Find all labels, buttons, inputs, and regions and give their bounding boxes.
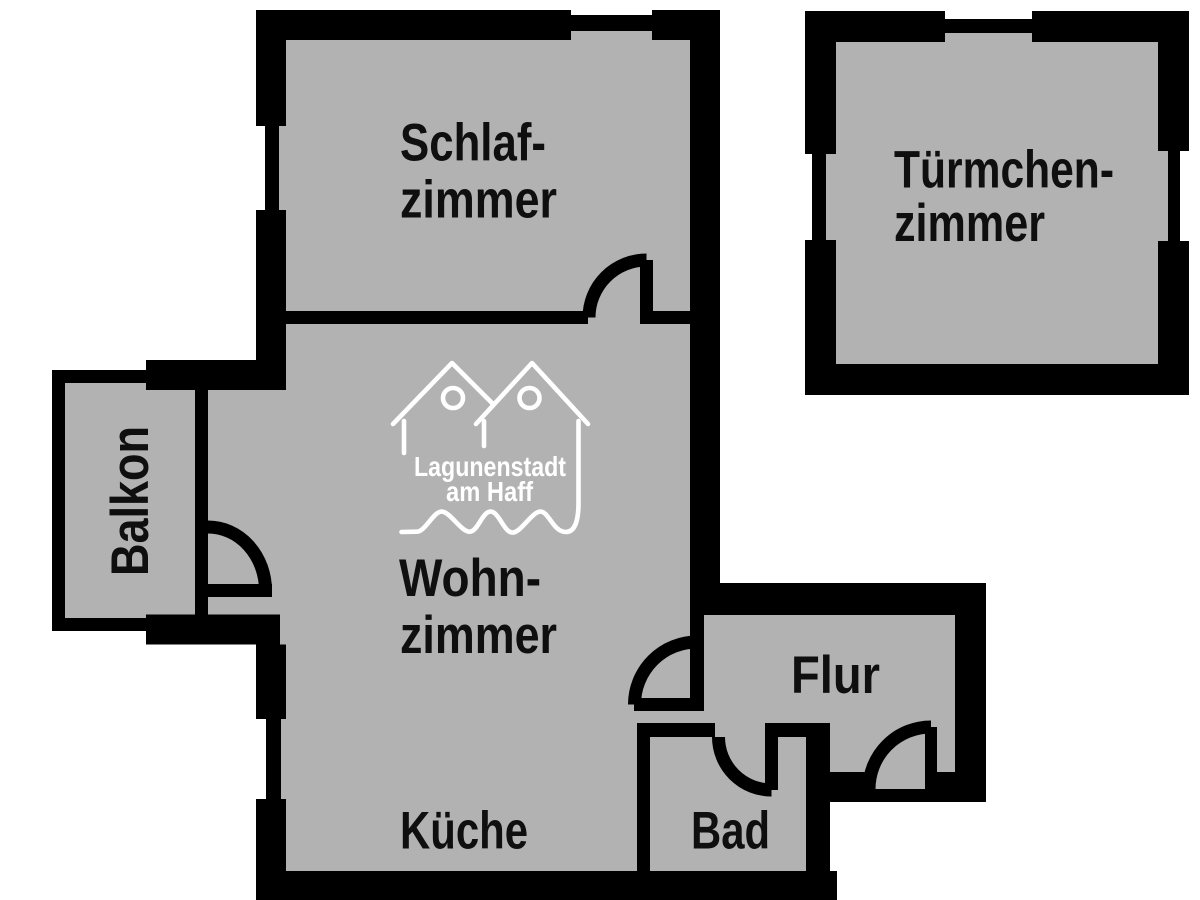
svg-text:Küche: Küche: [400, 802, 528, 861]
svg-text:zimmer: zimmer: [894, 194, 1045, 253]
svg-text:Lagunenstadt: Lagunenstadt: [414, 451, 566, 482]
svg-text:am Haff: am Haff: [446, 476, 534, 507]
svg-text:Schlaf-: Schlaf-: [400, 114, 546, 173]
svg-text:zimmer: zimmer: [400, 606, 557, 665]
svg-text:Flur: Flur: [791, 646, 880, 705]
svg-text:zimmer: zimmer: [400, 171, 557, 230]
svg-text:Balkon: Balkon: [101, 426, 160, 576]
svg-text:Türmchen-: Türmchen-: [894, 141, 1114, 200]
svg-text:Wohn-: Wohn-: [399, 549, 541, 608]
svg-text:Bad: Bad: [691, 802, 770, 861]
